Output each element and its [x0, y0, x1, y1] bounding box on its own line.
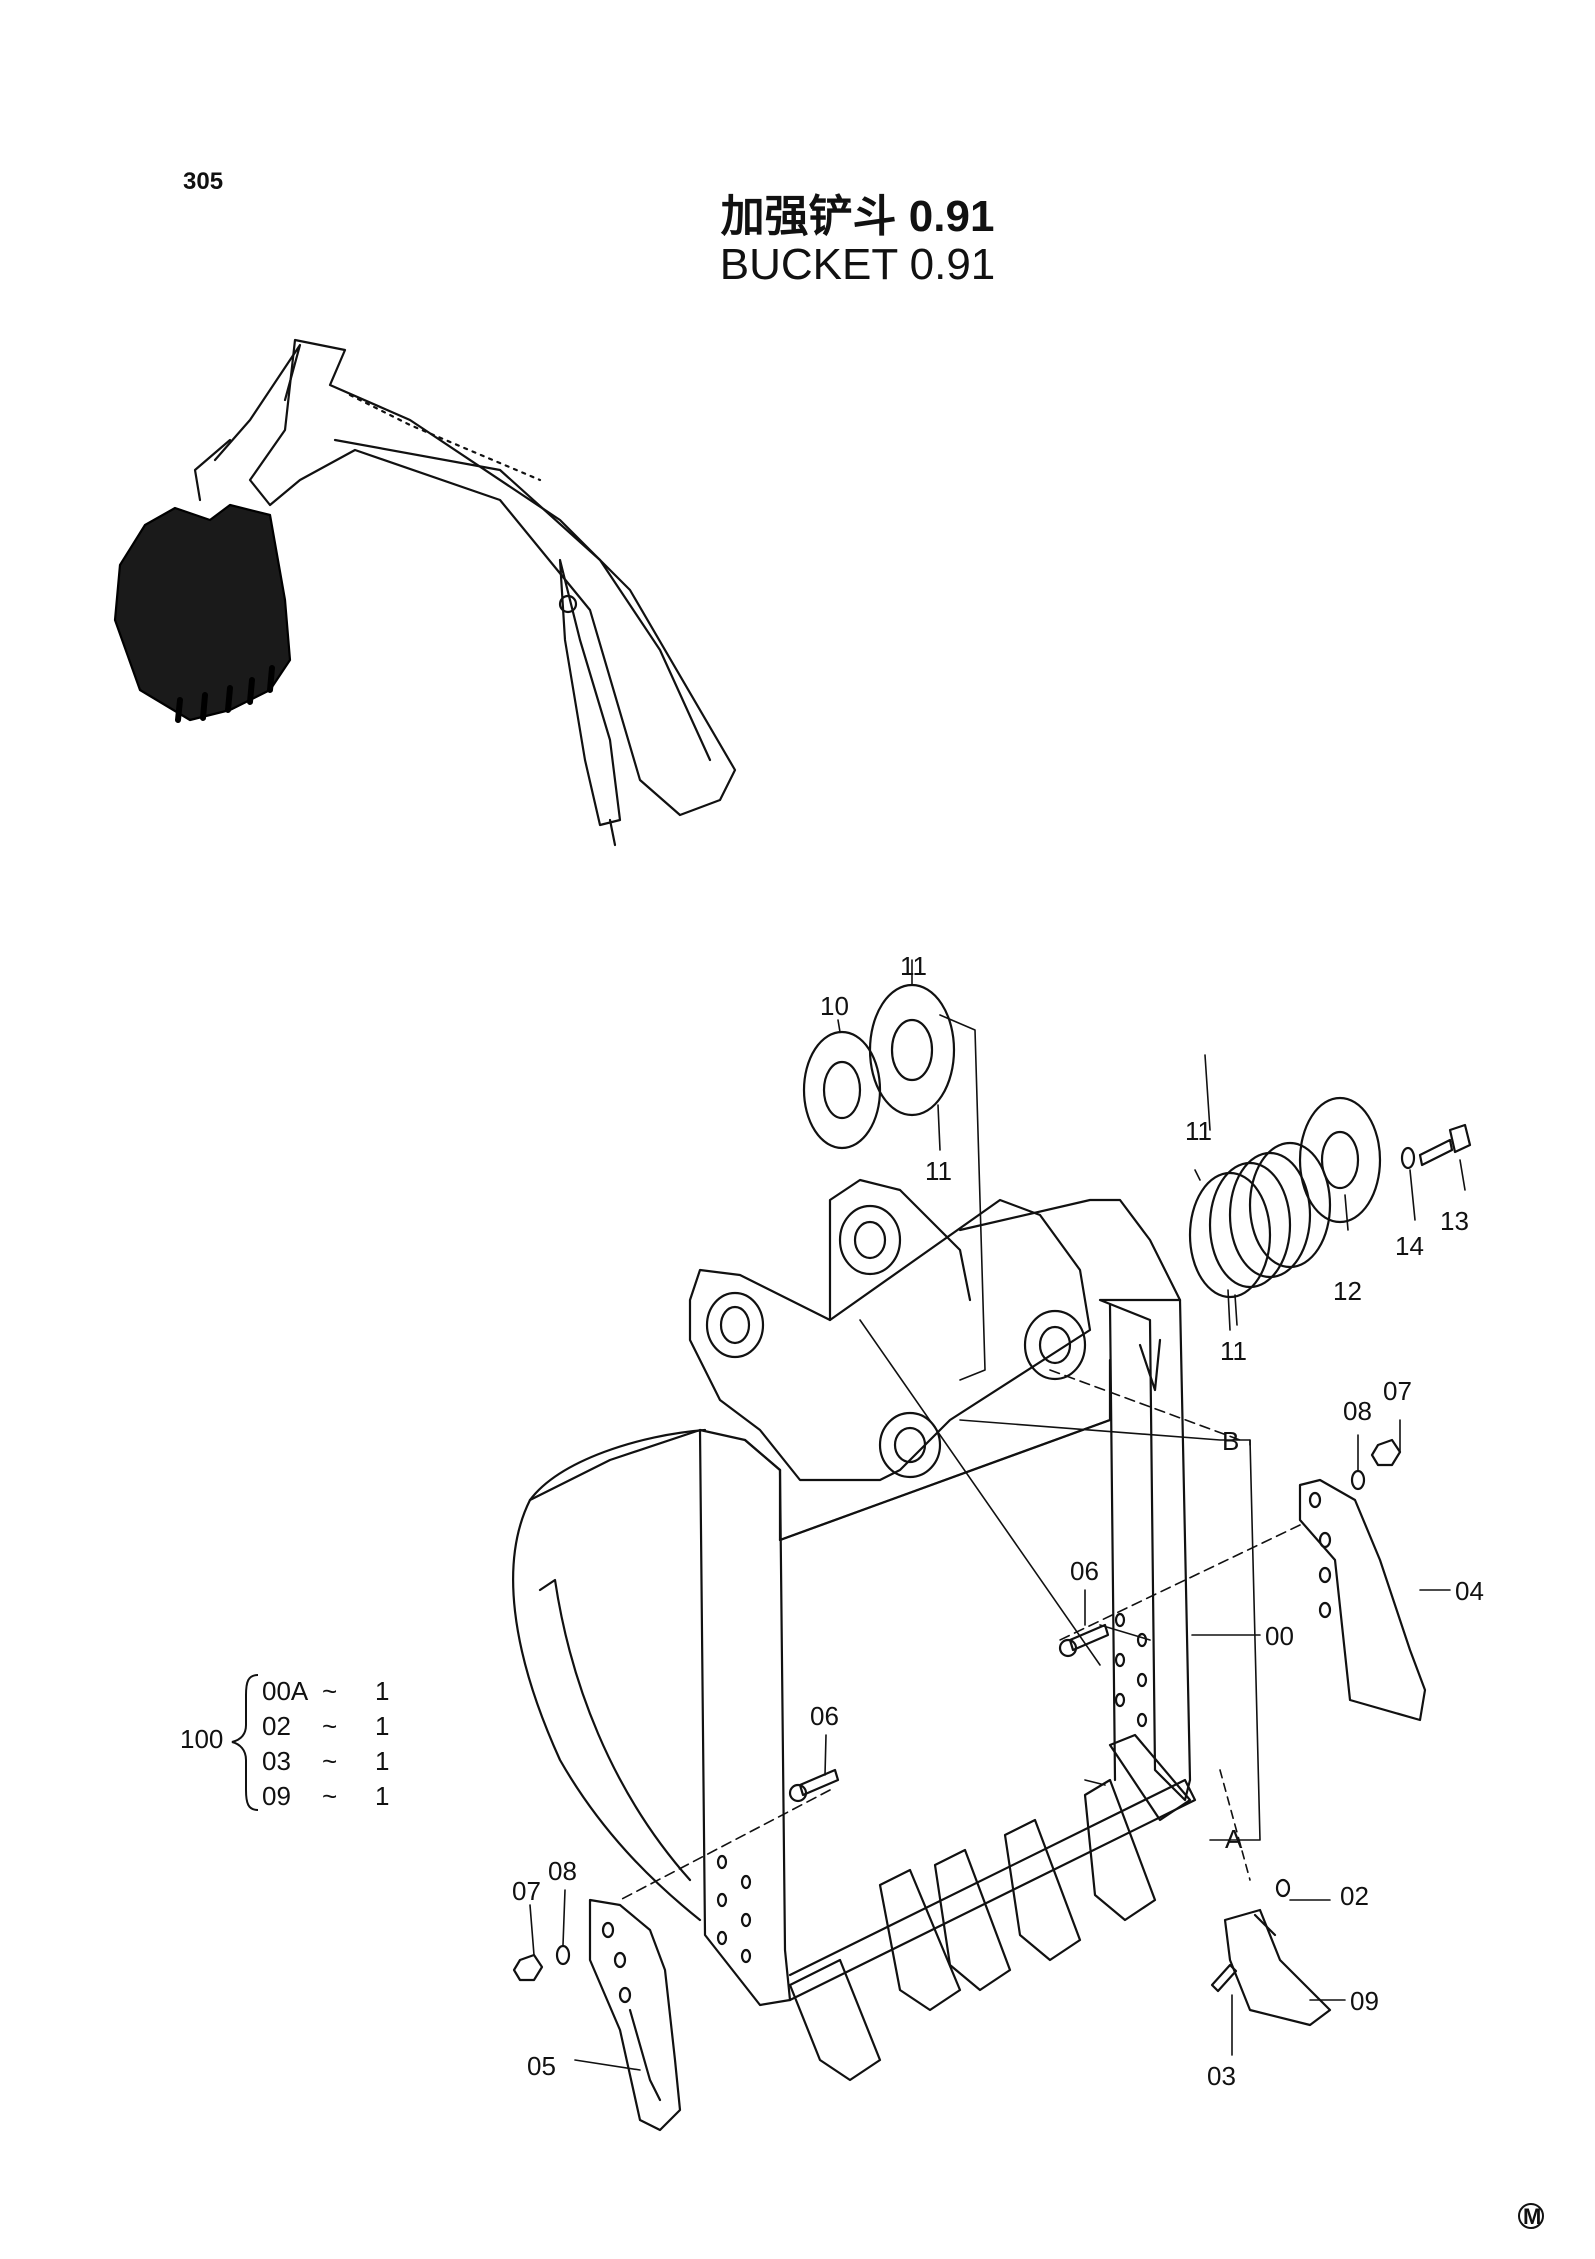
shim-stack-11-right	[1188, 1141, 1332, 1299]
callout-11-upper-below: 11	[925, 1156, 952, 1186]
callout-11-right-bottom: 11	[1220, 1336, 1247, 1366]
svg-text:~: ~	[322, 1746, 337, 1776]
corner-mark: M	[1518, 2203, 1544, 2229]
svg-text:~: ~	[322, 1711, 337, 1741]
callout-08-left: 08	[548, 1856, 577, 1886]
title-english: BUCKET 0.91	[719, 240, 996, 289]
bucket-assembly-illustration	[512, 1178, 1197, 2082]
page-number: 305	[183, 168, 224, 195]
callout-05: 05	[527, 2051, 556, 2081]
callout-04: 04	[1455, 1576, 1484, 1606]
callout-06-left: 06	[810, 1701, 839, 1731]
shim-11-upper	[868, 983, 956, 1117]
svg-text:~: ~	[322, 1676, 337, 1706]
kit-item-part: 09	[262, 1781, 291, 1811]
bolt-06-left	[788, 1768, 840, 1803]
washer-14	[1400, 1146, 1416, 1170]
callout-10: 10	[820, 991, 849, 1021]
seal-ring-10	[802, 1030, 882, 1150]
kit-list: 100 00A ~ 1 02 ~ 1 03 ~ 1 09 ~ 1	[180, 1674, 389, 1811]
title-chinese: 加强铲斗 0.91	[720, 192, 995, 241]
nut-07-right	[1370, 1438, 1402, 1467]
callout-09: 09	[1350, 1986, 1379, 2016]
washer-08-left	[555, 1944, 571, 1966]
bucket-teeth	[788, 1733, 1192, 2082]
bolt-13	[1418, 1123, 1472, 1167]
side-cutter-04	[1298, 1478, 1427, 1722]
callout-03: 03	[1207, 2061, 1236, 2091]
reference-a: A	[1225, 1824, 1243, 1854]
tooth-09	[1223, 1908, 1332, 2027]
pin-02	[1275, 1878, 1291, 1898]
plate-12	[1298, 1096, 1382, 1224]
washer-08-right	[1350, 1469, 1366, 1491]
callout-08-right: 08	[1343, 1396, 1372, 1426]
kit-number: 100	[180, 1724, 223, 1754]
callout-07-left: 07	[512, 1876, 541, 1906]
callout-11-right-top: 11	[1185, 1116, 1212, 1146]
bolt-06-right	[1058, 1623, 1110, 1658]
kit-item-qty: 1	[375, 1746, 389, 1776]
callout-07-right: 07	[1383, 1376, 1412, 1406]
kit-item-qty: 1	[375, 1711, 389, 1741]
callout-02: 02	[1340, 1881, 1369, 1911]
callout-00: 00	[1265, 1621, 1294, 1651]
leader-lines	[529, 959, 1466, 2071]
kit-item-qty: 1	[375, 1781, 389, 1811]
callout-06-right: 06	[1070, 1556, 1099, 1586]
callout-labels: 10 11 11 11 11 12 13 14 07 08 04 00 06 0…	[512, 951, 1484, 2091]
callout-12: 12	[1333, 1276, 1362, 1306]
svg-text:~: ~	[322, 1781, 337, 1811]
kit-item-qty: 1	[375, 1676, 389, 1706]
kit-item-part: 00A	[262, 1676, 309, 1706]
callout-13: 13	[1440, 1206, 1469, 1236]
kit-item-part: 02	[262, 1711, 291, 1741]
lock-03	[1210, 1963, 1238, 1993]
excavator-overview-illustration	[113, 338, 737, 847]
nut-07-left	[512, 1953, 544, 1982]
side-cutter-05	[588, 1898, 682, 2132]
left-sidebar-holes	[716, 1854, 752, 1964]
reference-b: B	[1222, 1426, 1239, 1456]
callout-14: 14	[1395, 1231, 1424, 1261]
corner-mark-letter: M	[1523, 2204, 1541, 2229]
callout-11-top: 11	[900, 951, 927, 981]
kit-item-part: 03	[262, 1746, 291, 1776]
right-sidebar-holes	[1114, 1612, 1148, 1728]
